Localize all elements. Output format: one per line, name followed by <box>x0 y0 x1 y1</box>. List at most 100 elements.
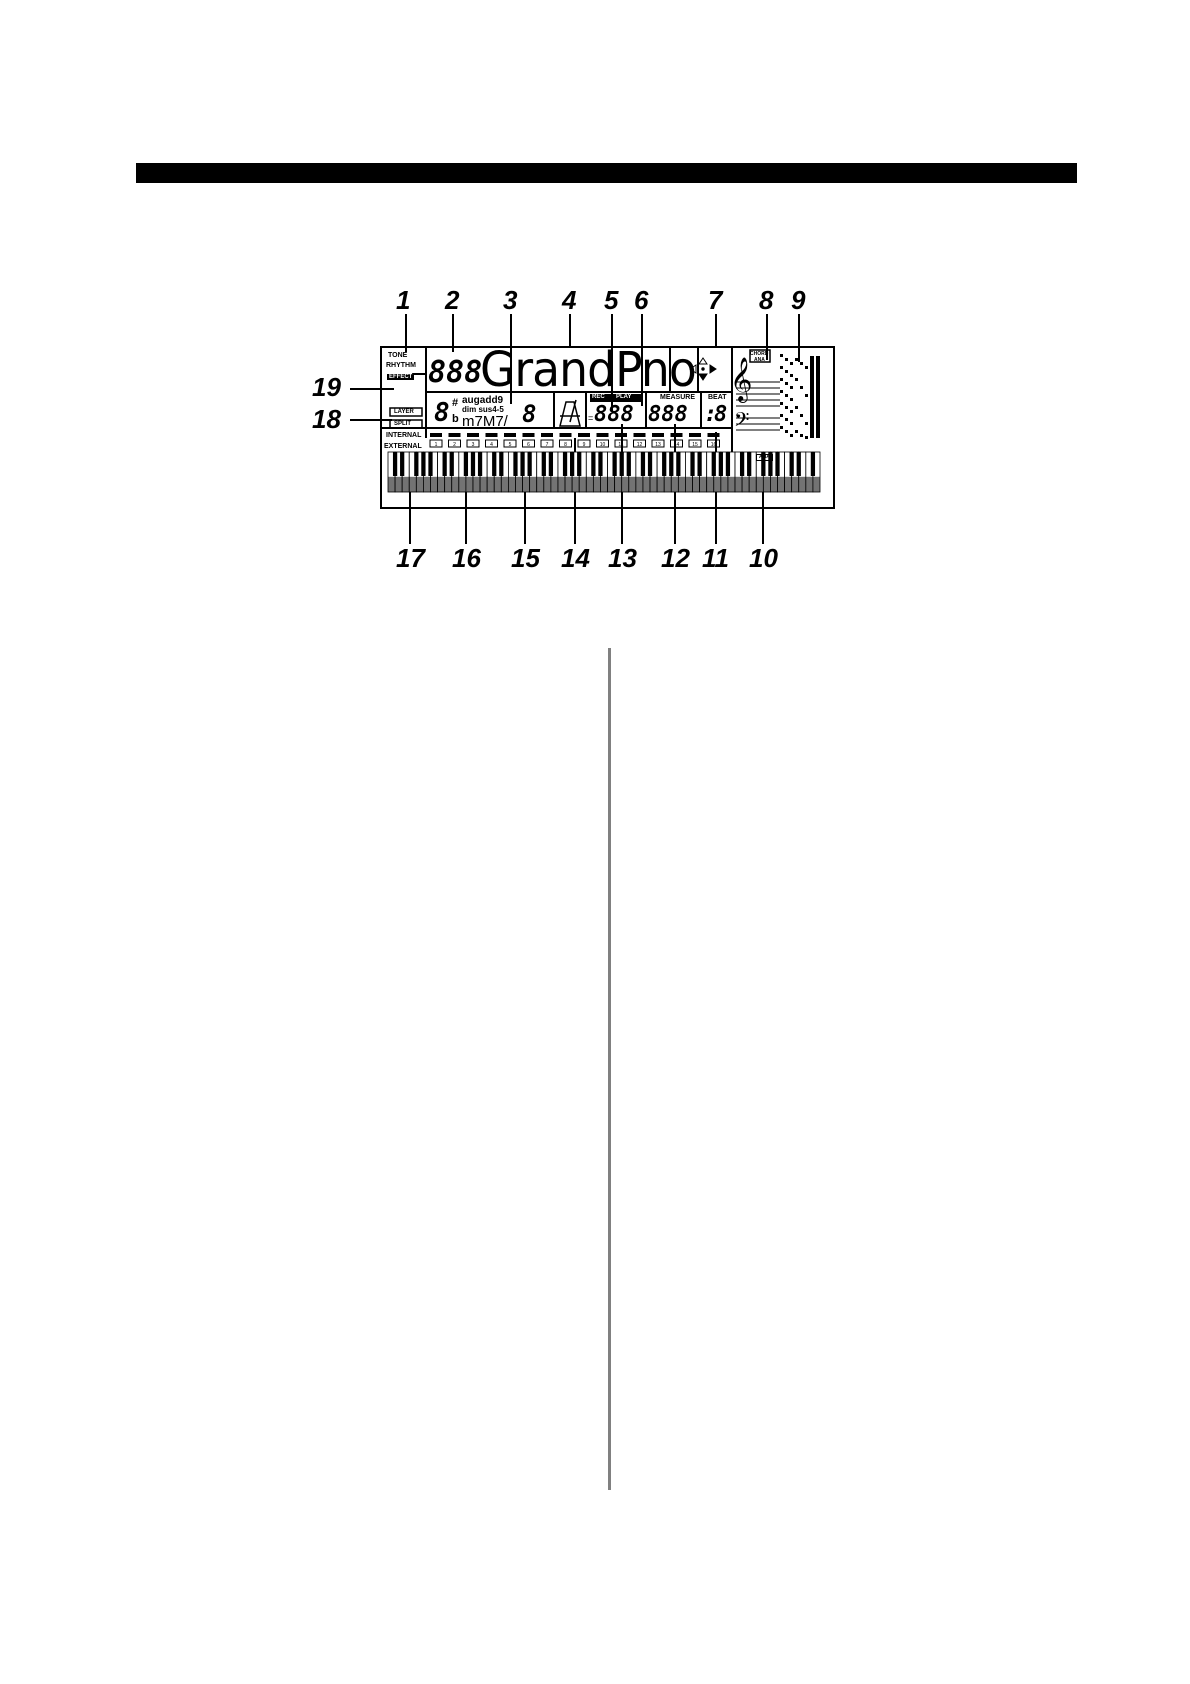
track-number: 14 <box>674 442 680 448</box>
track-box <box>522 439 535 448</box>
track-bar <box>467 433 479 437</box>
track-box <box>577 439 591 448</box>
callout-7: 7 <box>708 285 723 315</box>
track-number: 5 <box>509 442 512 448</box>
callout-17: 17 <box>396 543 425 573</box>
black-key <box>400 452 405 476</box>
play-indicator: PLAY <box>616 394 632 400</box>
black-key <box>513 452 518 476</box>
black-key <box>463 452 469 476</box>
callout-12: 12 <box>661 543 690 573</box>
chord-type-line1: augadd9 <box>462 395 504 406</box>
track-box <box>559 439 572 448</box>
track-number: 11 <box>618 442 623 448</box>
tempo-prefix: = <box>588 413 594 423</box>
track-bar <box>578 433 590 437</box>
track-bar <box>559 433 572 437</box>
bass-clef-icon: 𝄢 <box>734 408 750 436</box>
callout-11: 11 <box>702 543 729 573</box>
track-box <box>633 439 646 448</box>
black-key <box>647 452 653 476</box>
track-box <box>670 439 683 448</box>
track-number: 1 <box>435 442 438 448</box>
black-key <box>392 452 398 476</box>
black-key <box>591 452 596 476</box>
callout-1: 1 <box>396 285 411 315</box>
black-key <box>541 452 546 476</box>
number-display: 888 <box>428 355 483 390</box>
callout-8: 8 <box>759 285 774 315</box>
track-bar <box>448 433 461 437</box>
black-key <box>449 452 454 476</box>
black-key <box>690 452 695 476</box>
callout-2: 2 <box>445 285 460 315</box>
callout-19: 19 <box>312 372 341 402</box>
black-key <box>640 452 646 476</box>
track-bar <box>670 433 683 437</box>
chord-type-line2: dim sus4-5 <box>462 405 504 414</box>
keyboard-graphic <box>387 451 821 493</box>
track-bar <box>596 433 609 437</box>
black-key <box>626 452 631 476</box>
callout-3: 3 <box>503 285 518 315</box>
beat-colon: : <box>704 402 718 427</box>
black-key <box>470 452 476 476</box>
black-key <box>619 452 624 476</box>
track-box <box>614 439 628 448</box>
track-box <box>485 439 498 448</box>
black-key <box>442 452 447 476</box>
black-key <box>739 452 745 476</box>
track-box <box>688 439 702 448</box>
track-number: 10 <box>600 442 606 448</box>
internal-label: INTERNAL <box>386 432 422 439</box>
black-key <box>725 452 731 476</box>
track-bar <box>504 433 516 437</box>
black-key <box>761 452 766 476</box>
track-box <box>429 439 443 448</box>
rec-indicator: REC <box>592 394 605 400</box>
black-key <box>428 452 433 476</box>
chord-type-line3: m7M7/ <box>462 413 508 430</box>
black-key <box>676 452 681 476</box>
black-key <box>662 452 667 476</box>
callout-5: 5 <box>604 285 619 315</box>
black-key <box>527 452 532 476</box>
track-box <box>596 439 609 448</box>
effect-indicator: EFFECT <box>387 374 415 380</box>
track-number: 13 <box>655 442 661 448</box>
black-key <box>711 452 716 476</box>
black-key <box>499 452 504 476</box>
chord-sharp: # <box>452 397 459 409</box>
track-number: 9 <box>583 442 586 448</box>
track-box <box>503 439 517 448</box>
track-box <box>466 439 480 448</box>
column-divider <box>608 648 611 1490</box>
beat-label: BEAT <box>708 394 727 401</box>
layer-indicator: LAYER <box>394 409 414 415</box>
callout-18: 18 <box>312 404 341 434</box>
track-number: 4 <box>490 442 493 448</box>
black-key <box>477 452 483 476</box>
callout-14: 14 <box>561 543 590 573</box>
track-bar <box>689 433 701 437</box>
measure-label: MEASURE <box>660 394 696 401</box>
callout-15: 15 <box>511 543 540 573</box>
black-key <box>421 452 426 476</box>
tempo-display: 888 <box>594 402 634 427</box>
black-key <box>796 452 801 476</box>
black-key <box>570 452 575 476</box>
callout-4: 4 <box>562 285 577 315</box>
black-key <box>768 452 773 476</box>
track-bar <box>707 433 720 437</box>
chord-indicator: CHORD <box>750 351 769 357</box>
track-bar <box>485 433 498 437</box>
black-key <box>697 452 702 476</box>
black-key <box>775 452 780 476</box>
track-bar <box>615 433 627 437</box>
black-key <box>598 452 603 476</box>
track-number: 15 <box>692 442 698 448</box>
track-number: 3 <box>472 442 475 448</box>
black-key <box>577 452 582 476</box>
